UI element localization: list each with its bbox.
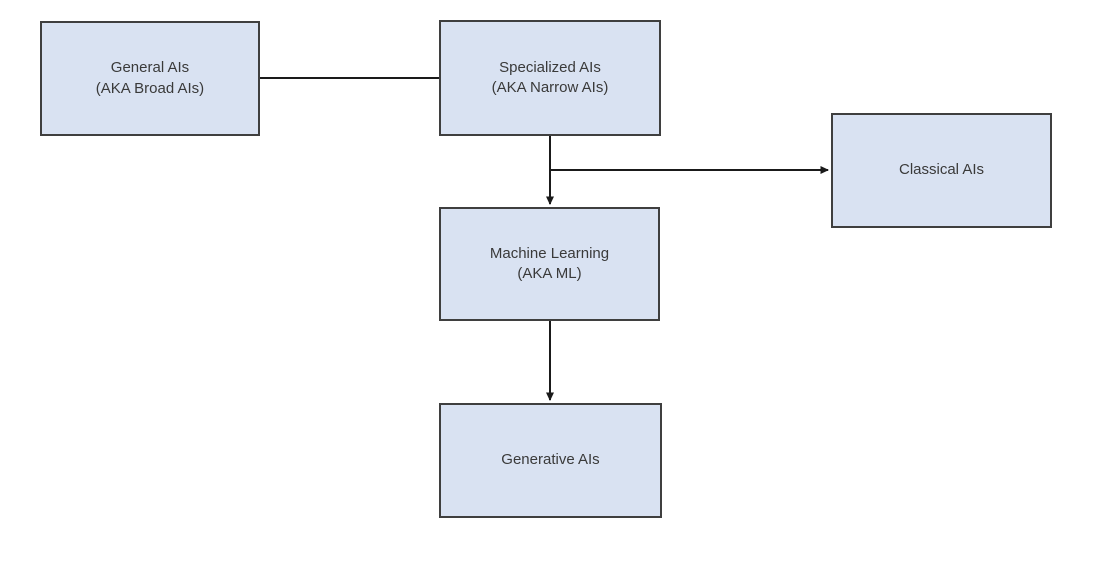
node-specialized-ais-subtitle: (AKA Narrow AIs)	[491, 79, 609, 96]
node-general-ais-subtitle: (AKA Broad AIs)	[95, 79, 205, 97]
node-classical-ais-title: Classical AIs	[898, 161, 985, 179]
node-general-ais-title: General AIs	[110, 59, 190, 77]
node-generative-ais: Generative AIs	[439, 403, 662, 518]
node-machine-learning-title: Machine Learning	[489, 244, 610, 262]
node-machine-learning: Machine Learning (AKA ML)	[439, 207, 660, 321]
node-generative-ais-title: Generative AIs	[501, 451, 600, 469]
node-classical-ais: Classical AIs	[831, 113, 1052, 228]
node-specialized-ais-title: Specialized AIs	[499, 58, 601, 76]
node-specialized-ais: Specialized AIs (AKA Narrow AIs)	[439, 20, 661, 136]
node-machine-learning-subtitle: (AKA ML)	[517, 265, 582, 282]
node-general-ais: General AIs (AKA Broad AIs)	[40, 21, 260, 136]
